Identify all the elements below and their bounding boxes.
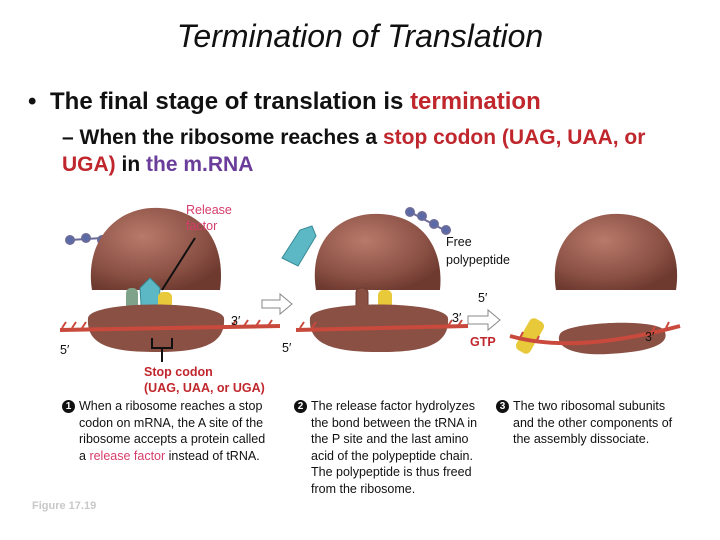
step-3-caption: 3 The two ribosomal subunits and the othe… (496, 398, 716, 448)
ribosome-large-subunit-2 (315, 214, 441, 290)
step-2-line-1: 2 The release factor hydrolyzes (294, 398, 504, 415)
step-3-text-3: the assembly dissociate. (496, 431, 716, 448)
step-2-text-3: the P site and the last amino (294, 431, 504, 448)
step-2-text-2: the bond between the tRNA in (294, 415, 504, 432)
step-2-caption: 2 The release factor hydrolyzes the bond … (294, 398, 504, 497)
step-2-text-6: from the ribosome. (294, 481, 504, 498)
five-prime-label-panel3: 5′ (478, 291, 487, 305)
three-prime-label-panel1: 3′ (231, 314, 240, 328)
release-factor-label-line-1: Release (186, 202, 232, 218)
step-1-text-2: codon on mRNA, the A site of the (62, 415, 298, 432)
step-2-text-4: acid of the polypeptide chain. (294, 448, 504, 465)
step-1-text-4: a release factor instead of tRNA. (62, 448, 298, 465)
stop-codon-label-line-2: (UAG, UAA, or UGA) (144, 380, 265, 396)
free-polypeptide-label: Free polypeptide (446, 233, 510, 269)
panel-3 (510, 214, 680, 356)
step-1-line-1: 1 When a ribosome reaches a stop (62, 398, 298, 415)
stop-codon-label-line-1: Stop codon (144, 364, 265, 380)
figure-label: Figure 17.19 (32, 500, 96, 512)
free-large-subunit (555, 214, 677, 290)
release-factor-label: Release factor (186, 202, 232, 234)
panel-1 (60, 208, 280, 362)
step-2-text-5: The polypeptide is thus freed (294, 464, 504, 481)
released-factor (282, 226, 316, 266)
step-3-text-2: and the other components of (496, 415, 716, 432)
three-prime-label-panel3: 3′ (645, 330, 654, 344)
three-prime-label-panel2: 3′ (452, 311, 461, 325)
release-factor-label-line-2: factor (186, 218, 232, 234)
free-polypeptide-label-line-2: polypeptide (446, 251, 510, 269)
step-1-text-1: When a ribosome reaches a stop (79, 399, 262, 413)
step-1-release-factor-term: release factor (89, 449, 165, 463)
free-trna (514, 316, 546, 355)
step-3-line-1: 3 The two ribosomal subunits (496, 398, 716, 415)
step-1-text-3: ribosome accepts a protein called (62, 431, 298, 448)
step-1-number: 1 (62, 400, 75, 413)
gtp-label: GTP (470, 335, 496, 349)
arrow-2-3 (468, 310, 500, 330)
free-polypeptide-label-line-1: Free (446, 233, 510, 251)
step-3-number: 3 (496, 400, 509, 413)
step-2-text-1: The release factor hydrolyzes (311, 399, 475, 413)
panel-2 (282, 208, 468, 352)
step-2-number: 2 (294, 400, 307, 413)
stop-codon-label: Stop codon (UAG, UAA, or UGA) (144, 364, 265, 396)
five-prime-label-panel2: 5′ (282, 341, 291, 355)
arrow-1-2 (262, 294, 292, 314)
five-prime-label-panel1: 5′ (60, 343, 69, 357)
step-1-caption: 1 When a ribosome reaches a stop codon on… (62, 398, 298, 464)
step-3-text-1: The two ribosomal subunits (513, 399, 665, 413)
